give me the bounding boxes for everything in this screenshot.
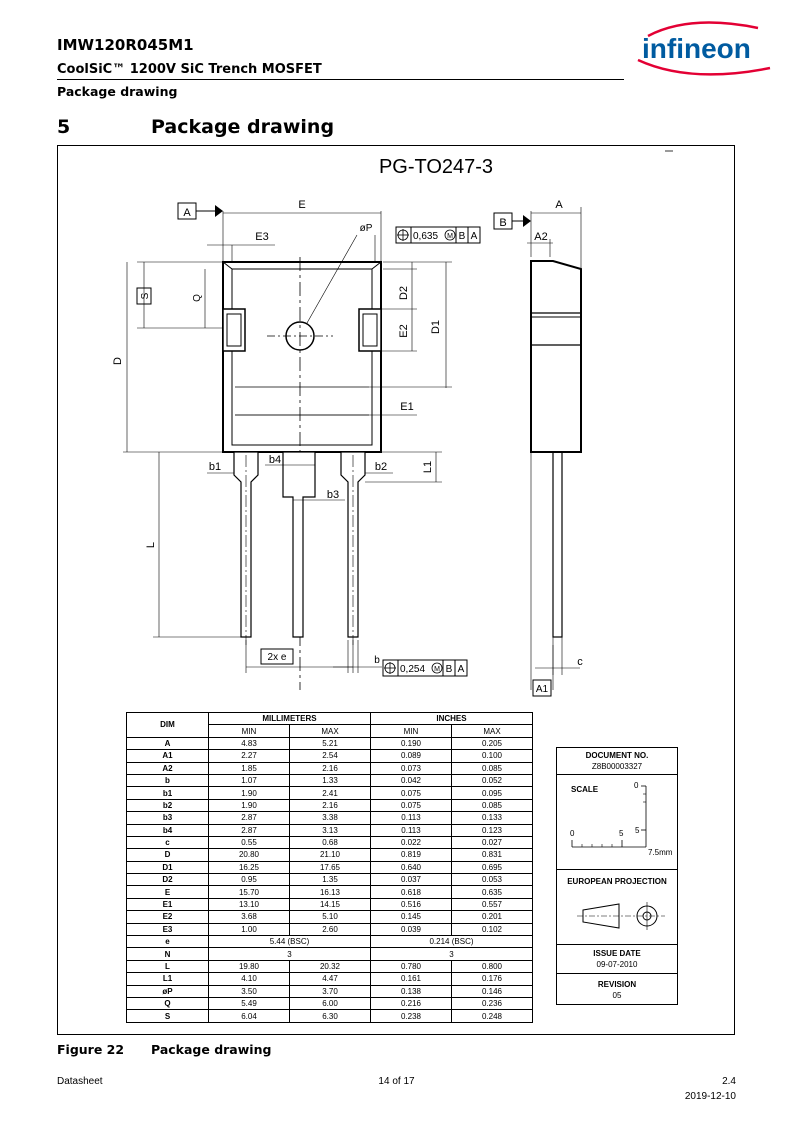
header-rule xyxy=(57,79,624,80)
svg-text:A2: A2 xyxy=(534,231,547,243)
datum-a-label: A xyxy=(183,207,191,219)
svg-text:7.5mm: 7.5mm xyxy=(648,848,673,857)
revision-label: REVISION xyxy=(597,980,637,989)
svg-text:5: 5 xyxy=(619,829,624,838)
part-number: IMW120R045M1 xyxy=(57,36,194,54)
svg-text:E: E xyxy=(298,199,305,211)
col-in-header: INCHES xyxy=(370,711,533,726)
svg-text:2x e: 2x e xyxy=(268,652,287,663)
footer-date: 2019-12-10 xyxy=(684,1091,736,1102)
tolerance-frame-1: 0,635 M B A xyxy=(395,226,481,244)
col-dim-header: DIM xyxy=(126,712,209,738)
document-info-box: DOCUMENT NO. Z8B00003327 SCALE 0 5 0 5 7… xyxy=(556,747,678,1005)
svg-text:L: L xyxy=(145,542,157,548)
svg-text:c: c xyxy=(577,656,583,668)
svg-text:B: B xyxy=(446,664,453,675)
svg-text:0,254: 0,254 xyxy=(400,664,425,675)
svg-text:5: 5 xyxy=(635,826,640,835)
svg-text:0,635: 0,635 xyxy=(413,231,438,242)
svg-text:b: b xyxy=(374,655,380,666)
scale-bar: 0 5 0 5 7.5mm xyxy=(570,781,673,857)
svg-text:L1: L1 xyxy=(422,461,434,473)
svg-text:D1: D1 xyxy=(430,320,442,334)
svg-text:A: A xyxy=(471,231,478,242)
package-name: PG-TO247-3 xyxy=(379,156,493,178)
infineon-logo: infineon xyxy=(637,21,771,76)
package-leads xyxy=(233,451,366,638)
svg-text:M: M xyxy=(447,233,453,240)
svg-text:0: 0 xyxy=(634,781,639,790)
svg-text:b4: b4 xyxy=(269,454,281,466)
document-no-value: Z8B00003327 xyxy=(591,762,643,771)
footer-version: 2.4 xyxy=(722,1076,736,1087)
product-subtitle: CoolSiC™ 1200V SiC Trench MOSFET xyxy=(57,62,322,77)
section-title: Package drawing xyxy=(151,116,335,138)
svg-text:B: B xyxy=(459,231,466,242)
svg-text:A: A xyxy=(458,664,465,675)
svg-text:E1: E1 xyxy=(400,401,413,413)
svg-text:øP: øP xyxy=(360,223,373,234)
svg-text:Q: Q xyxy=(192,294,203,302)
svg-text:M: M xyxy=(434,666,440,673)
footer-page: 14 of 17 xyxy=(378,1076,415,1087)
projection-label: EUROPEAN PROJECTION xyxy=(567,877,667,886)
package-drawing: PG-TO247-3 A E E3 øP xyxy=(112,150,673,697)
svg-text:b3: b3 xyxy=(327,489,339,501)
tolerance-frame-2: 0,254 M B A xyxy=(382,659,468,677)
figure-number: Figure 22 xyxy=(57,1042,125,1057)
side-view-body xyxy=(530,260,582,453)
drawing-frame xyxy=(57,145,735,1035)
figure-title: Package drawing xyxy=(151,1042,272,1057)
section-number: 5 xyxy=(57,116,71,138)
svg-text:E3: E3 xyxy=(255,231,268,243)
svg-text:A: A xyxy=(555,199,563,211)
svg-text:A1: A1 xyxy=(536,684,549,695)
footer-doc-type: Datasheet xyxy=(57,1076,103,1087)
dimension-table: DIM MILLIMETERS INCHES MIN MAX MIN MAX A… xyxy=(126,711,533,1023)
projection-symbol-icon xyxy=(577,902,665,930)
svg-text:E2: E2 xyxy=(398,324,410,337)
svg-text:D: D xyxy=(112,357,124,365)
document-no-label: DOCUMENT NO. xyxy=(585,751,649,760)
package-body-outline xyxy=(222,261,382,453)
svg-text:D2: D2 xyxy=(398,286,410,300)
revision-value: 05 xyxy=(612,991,622,1000)
svg-text:b1: b1 xyxy=(209,461,221,473)
svg-text:b2: b2 xyxy=(375,461,387,473)
issue-date-value: 09-07-2010 xyxy=(596,960,638,969)
scale-label: SCALE xyxy=(571,785,599,794)
datum-b-label: B xyxy=(499,217,506,229)
issue-date-label: ISSUE DATE xyxy=(593,949,641,958)
col-mm-header: MILLIMETERS xyxy=(208,711,371,726)
svg-text:0: 0 xyxy=(570,829,575,838)
header-section: Package drawing xyxy=(57,84,178,99)
svg-text:S: S xyxy=(140,292,151,299)
logo-wordmark: infineon xyxy=(642,33,751,64)
